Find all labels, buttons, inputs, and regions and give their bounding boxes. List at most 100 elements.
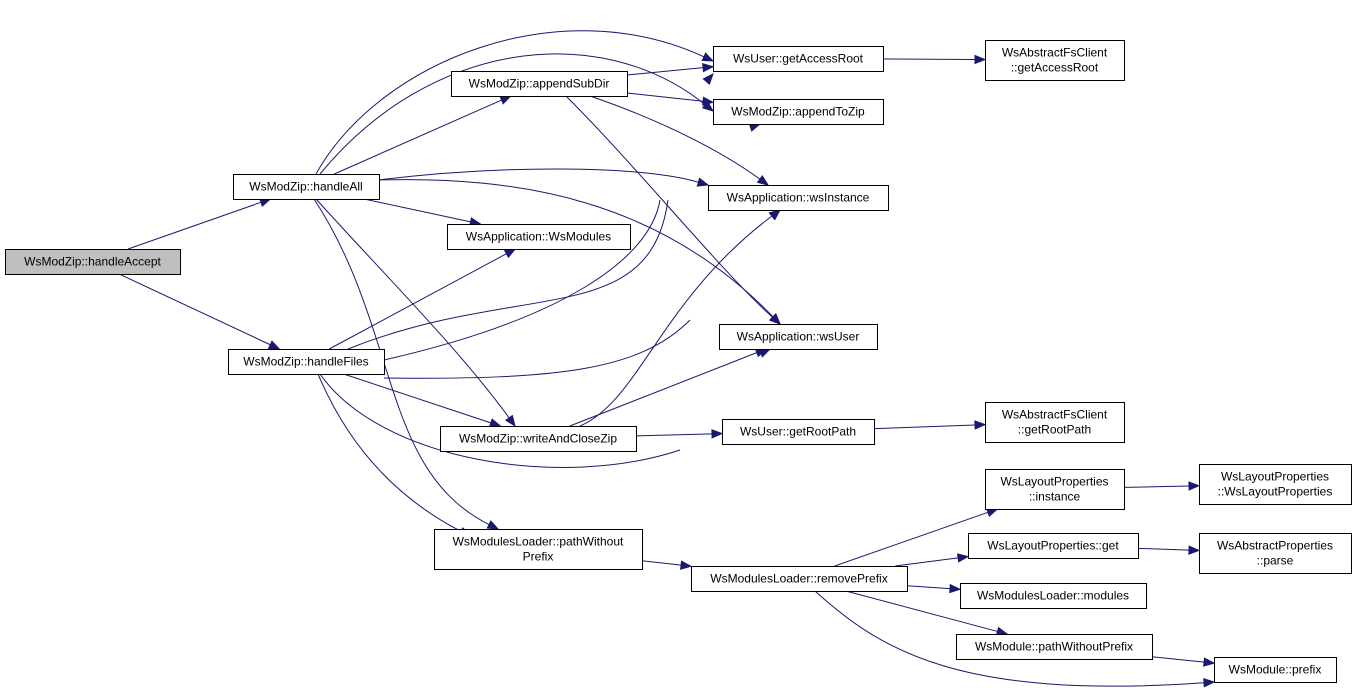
node-label: WsModZip::writeAndCloseZip [459,432,617,446]
node-label: Prefix [523,550,554,564]
node-wsUser[interactable]: WsApplication::wsUser [719,324,878,350]
node-label: WsModulesLoader::modules [977,589,1129,603]
node-getAccessRoot[interactable]: WsUser::getAccessRoot [713,46,884,72]
edge-handleAll-to-writeAndCloseZip [315,198,516,428]
node-handleAccept[interactable]: WsModZip::handleAccept [5,249,181,275]
edge-handleFiles-to-wsModules [329,248,517,350]
node-getRootPath[interactable]: WsUser::getRootPath [722,419,875,445]
edge-modulePathWithoutPrefix-to-modulePrefix [1151,656,1216,667]
edge-handleAll-to-wsInstance [377,168,710,187]
node-modulePathWithoutPrefix[interactable]: WsModule::pathWithoutPrefix [956,634,1153,660]
node-label: WsModulesLoader::pathWithout [453,535,624,549]
node-box [956,634,1153,660]
node-label: WsModZip::appendSubDir [469,77,610,91]
node-label: WsApplication::WsModules [466,230,611,244]
node-label: WsAbstractFsClient [1002,46,1108,60]
node-layoutCtor[interactable]: WsLayoutProperties::WsLayoutProperties [1199,464,1352,505]
node-pathWithoutPrefixLoader[interactable]: WsModulesLoader::pathWithoutPrefix [434,529,643,570]
edge-appendSubDir-to-getAccessRoot [626,62,715,76]
node-box [960,583,1147,609]
edge-layoutGet-to-propsParse [1137,545,1201,555]
node-label: WsModZip::handleAccept [24,255,161,269]
node-box [447,224,631,250]
edge-removePrefix-to-layoutGet [895,553,970,567]
node-box [719,324,878,350]
node-modulePrefix[interactable]: WsModule::prefix [1214,657,1337,683]
node-label: WsModZip::appendToZip [731,105,865,119]
edge-handleFiles-to-getAccessRoot [347,72,714,350]
node-box [722,419,875,445]
node-label: WsLayoutProperties [1221,470,1329,484]
node-wsInstance[interactable]: WsApplication::wsInstance [708,185,889,211]
node-label: WsApplication::wsUser [737,330,860,344]
edge-removePrefix-to-loaderModules [906,583,962,594]
node-handleAll[interactable]: WsModZip::handleAll [233,174,380,200]
node-label: WsLayoutProperties::get [987,539,1119,553]
node-box [968,533,1139,559]
node-wsModules[interactable]: WsApplication::WsModules [447,224,631,250]
node-label: WsUser::getAccessRoot [733,52,864,66]
node-box [985,40,1125,81]
node-handleFiles[interactable]: WsModZip::handleFiles [228,349,385,375]
edge-handleAll-to-appendSubDir [334,95,512,175]
edge-handleAccept-to-handleAll [127,198,272,250]
node-label: WsAbstractProperties [1217,539,1333,553]
edge-handleFiles-to-appendToZip [383,122,762,361]
edge-writeAndCloseZip-to-getRootPath [635,429,724,439]
node-box [233,174,380,200]
node-box [434,529,643,570]
node-label: WsLayoutProperties [1000,475,1108,489]
node-label: WsModule::prefix [1229,663,1322,677]
node-label: ::instance [1029,490,1081,504]
node-label: WsModZip::handleAll [249,180,362,194]
node-loaderModules[interactable]: WsModulesLoader::modules [960,583,1147,609]
node-fsGetRootPath[interactable]: WsAbstractFsClient::getRootPath [985,402,1125,443]
node-label: WsUser::getRootPath [740,425,856,439]
node-layoutGet[interactable]: WsLayoutProperties::get [968,533,1139,559]
node-box [440,426,637,452]
nodes-layer: WsModZip::handleAccept WsModZip::handleAl… [5,40,1352,683]
node-box [5,249,181,275]
edge-writeAndCloseZip-to-wsUser [569,348,768,427]
node-label: ::parse [1257,554,1294,568]
node-label: ::getRootPath [1018,423,1091,437]
node-propsParse[interactable]: WsAbstractProperties::parse [1199,533,1352,574]
edge-handleAccept-to-handleFiles [118,273,281,350]
edge-handleAll-to-wsModules [364,198,482,227]
edge-writeAndCloseZip-to-wsInstance [579,209,782,427]
node-box [713,46,884,72]
node-label: WsAbstractFsClient [1002,408,1108,422]
node-label: WsModule::pathWithoutPrefix [975,640,1133,654]
node-appendToZip[interactable]: WsModZip::appendToZip [713,99,884,125]
node-box [1199,464,1352,505]
edge-handleAll-to-getAccessRoot [315,30,715,175]
node-box [1199,533,1352,574]
node-label: ::getAccessRoot [1011,61,1099,75]
node-box [708,185,889,211]
node-fsGetAccessRoot[interactable]: WsAbstractFsClient::getAccessRoot [985,40,1125,81]
node-box [691,566,908,592]
node-box [713,99,884,125]
node-writeAndCloseZip[interactable]: WsModZip::writeAndCloseZip [440,426,637,452]
node-layoutInstance[interactable]: WsLayoutProperties::instance [985,469,1125,510]
edge-getRootPath-to-fsGetRootPath [873,420,987,430]
node-label: WsApplication::wsInstance [727,191,870,205]
edge-appendSubDir-to-wsUser [565,95,782,325]
edge-getAccessRoot-to-fsGetAccessRoot [882,54,987,65]
edge-appendSubDir-to-appendToZip [626,92,715,106]
node-label: ::WsLayoutProperties [1218,485,1333,499]
node-box [985,402,1125,443]
node-label: WsModZip::handleFiles [243,355,368,369]
node-removePrefix[interactable]: WsModulesLoader::removePrefix [691,566,908,592]
node-box [451,71,628,97]
edge-pathWithoutPrefixLoader-to-removePrefix [641,560,693,570]
edge-handleFiles-to-writeAndCloseZip [343,373,502,428]
node-box [228,349,385,375]
edges-layer [118,30,1216,688]
edge-appendSubDir-to-wsInstance [589,95,770,186]
edge-layoutInstance-to-layoutCtor [1123,481,1201,491]
edge-removePrefix-to-modulePrefix [814,590,1216,688]
node-appendSubDir[interactable]: WsModZip::appendSubDir [451,71,628,97]
node-box [985,469,1125,510]
